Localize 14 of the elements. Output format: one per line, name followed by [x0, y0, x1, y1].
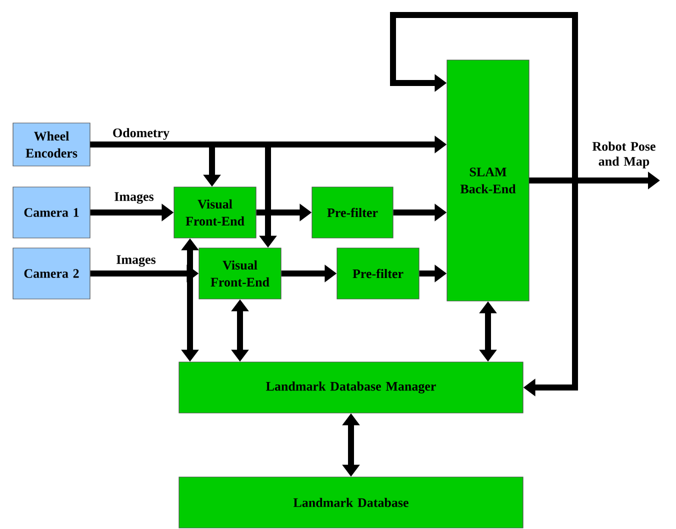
- process-box: Visual Front-End: [174, 186, 256, 238]
- edge-label: Odometry: [112, 127, 171, 141]
- input-box: Camera 1: [12, 186, 90, 238]
- process-box: SLAM Back-End: [446, 60, 530, 302]
- process-box: Landmark Database Manager: [178, 362, 524, 414]
- process-box: Pre-filter: [336, 248, 420, 300]
- process-box: Pre-filter: [312, 186, 394, 238]
- process-box: Visual Front-End: [198, 248, 282, 300]
- input-box: Wheel Encoders: [12, 122, 90, 166]
- input-box: Camera 2: [12, 248, 90, 300]
- process-box: Landmark Database: [178, 476, 524, 528]
- edge-label: Images: [115, 254, 157, 268]
- edge-label: Robot Pose and Map: [581, 140, 667, 170]
- edge-label: Images: [113, 191, 155, 205]
